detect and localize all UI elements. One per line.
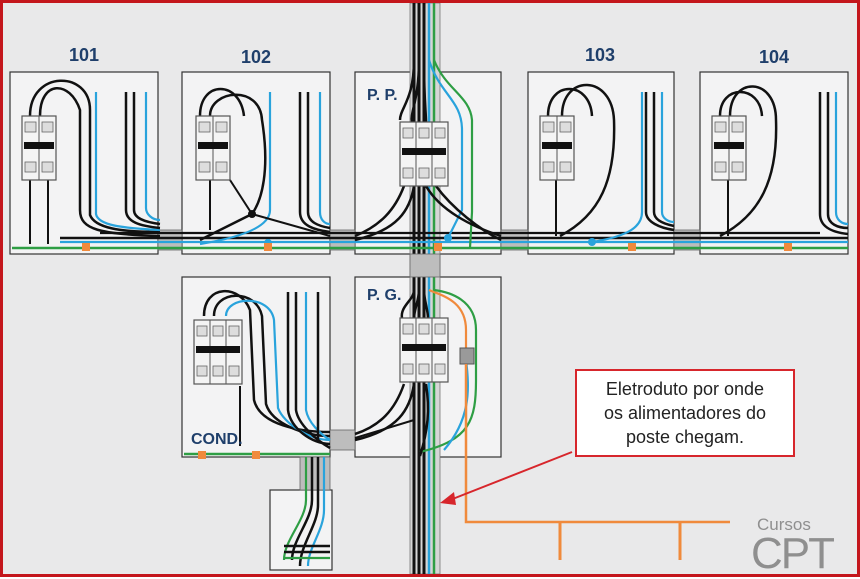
logo-mark: CPT [751, 529, 835, 578]
wiring-drawing [9, 3, 849, 574]
splice-dot [248, 210, 256, 218]
callout-line-2: os alimentadores do [603, 403, 767, 423]
riser-wiring [282, 457, 330, 567]
room-label-102: 102 [241, 47, 272, 67]
callout-line-1: Eletroduto por onde [605, 379, 765, 399]
ground-clamp [459, 347, 475, 365]
room-104-wiring [718, 85, 849, 238]
panel-label-pg: P. G. [367, 287, 402, 304]
room-label-101: 101 [69, 45, 100, 65]
room-101-wiring [28, 79, 161, 244]
pg-panel-wiring [354, 288, 478, 457]
grounding-line [464, 364, 730, 560]
panel-label-cond: COND. [191, 431, 243, 448]
room-label-103: 103 [585, 45, 616, 65]
panel-label-pp: P. P. [367, 87, 398, 104]
callout-line-3: poste chegam. [625, 427, 745, 447]
callout-arrow [440, 451, 573, 505]
room-103-wiring [546, 83, 675, 244]
bus-terminals [82, 243, 792, 459]
pp-panel-wiring [354, 59, 502, 249]
room-label-104: 104 [759, 47, 790, 67]
logo-word: Cursos [757, 515, 811, 534]
cond-panel-wiring [184, 290, 415, 456]
cpt-logo: Cursos CPT [751, 515, 859, 578]
bus-wires-top-row [12, 231, 848, 250]
callout-box: Eletroduto por onde os alimentadores do … [575, 369, 795, 457]
